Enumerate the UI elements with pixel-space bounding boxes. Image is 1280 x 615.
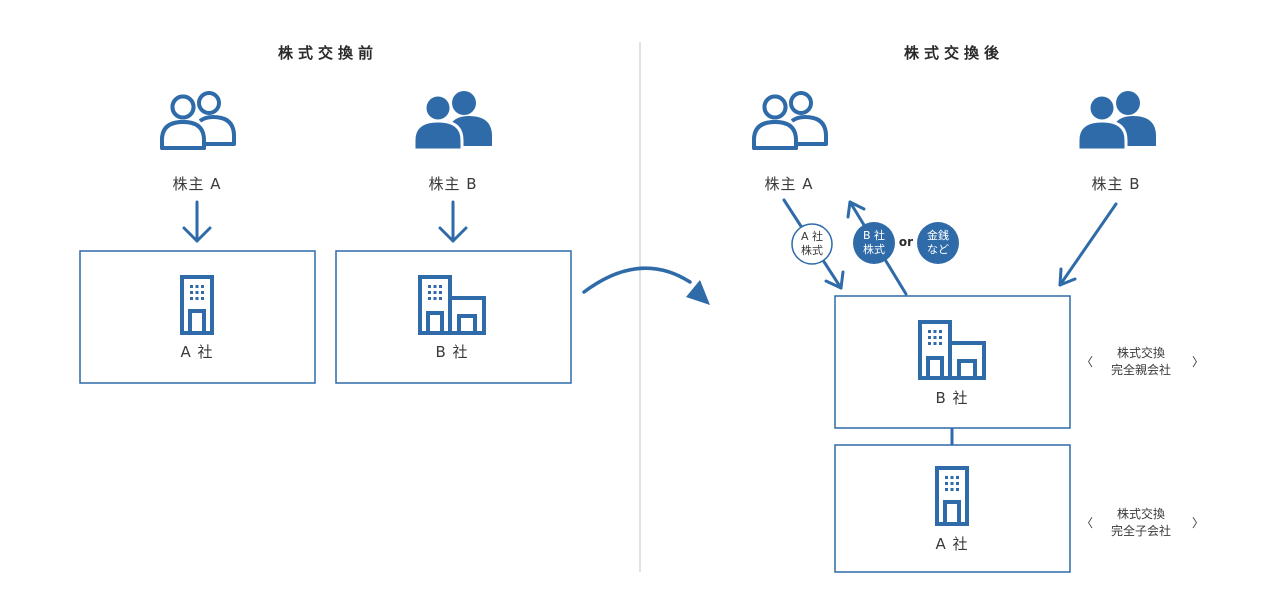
b-stock-bubble: B 社 株式	[853, 222, 895, 264]
money-bubble: 金銭 など	[917, 222, 959, 264]
before-title: 株式交換前	[278, 44, 378, 62]
b-stock-bubble-line1: B 社	[863, 228, 885, 242]
down-arrow-icon	[438, 200, 468, 243]
a-stock-bubble-line2: 株式	[801, 243, 823, 257]
after-shareholder-b-label: 株主 B	[1091, 175, 1140, 193]
a-stock-bubble: A 社 株式	[791, 223, 833, 265]
parent-role-line2: 完全親会社	[1111, 362, 1171, 377]
parent-role-bracket-close: 〉	[1192, 355, 1204, 369]
parent-role-annotation: 〈 株式交換 完全親会社 〉	[1081, 345, 1204, 377]
parent-role-bracket-open: 〈	[1081, 355, 1093, 369]
person-outline-icon	[160, 91, 236, 150]
child-role-bracket-close: 〉	[1192, 516, 1204, 530]
money-bubble-line1: 金銭	[927, 228, 949, 242]
person-outline-icon	[752, 91, 828, 150]
child-role-annotation: 〈 株式交換 完全子会社 〉	[1081, 506, 1204, 538]
down-arrow-icon	[182, 200, 212, 243]
child-role-line1: 株式交換	[1117, 506, 1165, 521]
child-company-label: A 社	[935, 535, 968, 553]
after-title: 株式交換後	[904, 44, 1004, 62]
parent-role-line1: 株式交換	[1117, 345, 1165, 360]
before-shareholder-a-label: 株主 A	[172, 175, 221, 193]
diagonal-down-arrow-icon	[1058, 202, 1118, 287]
or-label: or	[899, 235, 913, 249]
money-bubble-line2: など	[927, 243, 949, 256]
before-company-b-box	[335, 250, 572, 384]
after-shareholder-a-label: 株主 A	[764, 175, 813, 193]
parent-company-box	[834, 295, 1071, 429]
a-stock-bubble-line1: A 社	[801, 229, 823, 243]
curved-transition-arrow	[582, 266, 710, 305]
before-shareholder-b-label: 株主 B	[428, 175, 477, 193]
before-company-b-label: B 社	[435, 343, 468, 361]
person-filled-icon	[412, 89, 494, 152]
parent-company-label: B 社	[935, 389, 968, 407]
child-role-line2: 完全子会社	[1111, 523, 1171, 538]
person-filled-icon	[1076, 89, 1158, 152]
b-stock-bubble-line2: 株式	[863, 242, 885, 256]
child-role-bracket-open: 〈	[1081, 516, 1093, 530]
before-company-a-box	[79, 250, 316, 384]
before-company-a-label: A 社	[180, 343, 213, 361]
